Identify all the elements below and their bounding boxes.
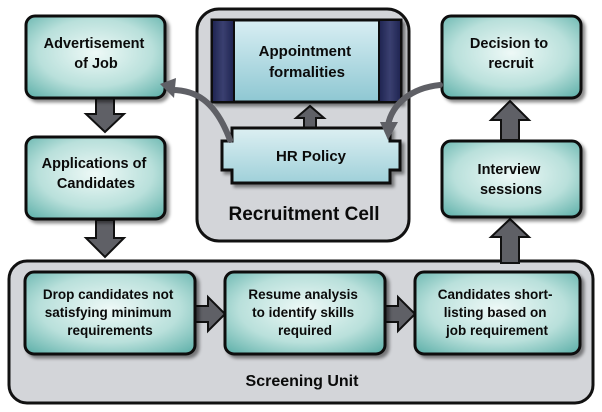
resume-analysis-label: Resume analysis to identify skills requi…	[248, 287, 361, 338]
advertisement-box	[24, 14, 167, 100]
interview-box	[440, 139, 583, 219]
arrow-drop-to-resume	[194, 294, 227, 334]
hr-policy-box	[220, 126, 402, 185]
arrow-screening-to-interview	[488, 217, 532, 264]
arrow-advert-to-applications	[83, 97, 127, 134]
advertisement-label: Advertisement of Job	[44, 36, 149, 72]
interview-label: Interview sessions	[478, 162, 545, 198]
recruitment-cell-title: Recruitment Cell	[229, 204, 380, 225]
arrow-resume-to-shortlist	[384, 294, 417, 334]
drop-candidates-label: Drop candidates not satisfying minimum r…	[43, 287, 177, 338]
decision-label: Decision to recruit	[470, 36, 552, 72]
curved-arrow-policy-to-advertisement	[160, 78, 233, 143]
appointment-label: Appointment formalities	[259, 43, 356, 81]
shortlisting-box	[413, 270, 582, 356]
screening-unit-title: Screening Unit	[246, 373, 360, 390]
arrow-interview-to-decision	[488, 99, 532, 141]
applications-label: Applications of Candidates	[42, 156, 151, 192]
applications-box	[24, 135, 167, 221]
shortlisting-label: Candidates short- listing based on job r…	[438, 287, 557, 338]
appointment-box	[210, 18, 403, 104]
resume-analysis-box	[223, 270, 387, 356]
arrow-applications-to-screening	[83, 219, 127, 259]
hr-policy-label: HR Policy	[276, 148, 347, 165]
curved-arrow-decision-to-policy	[380, 82, 443, 140]
drop-candidates-box	[23, 270, 197, 356]
decision-box	[440, 14, 583, 100]
